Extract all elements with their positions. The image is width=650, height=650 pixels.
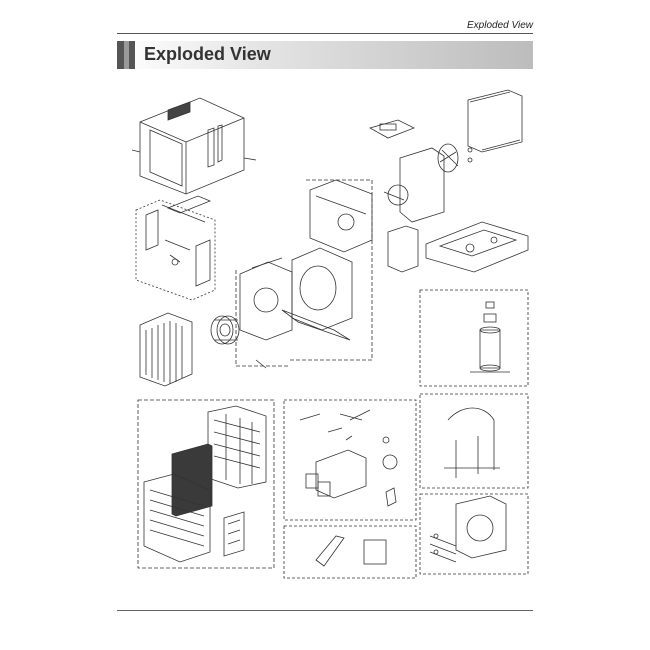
base-pan-part: [309, 179, 373, 253]
side-panel-part: [467, 89, 523, 163]
shroud-box: [419, 493, 529, 575]
tubing-box: [419, 393, 529, 489]
control-box: [283, 399, 417, 521]
page-title: Exploded View: [144, 44, 271, 64]
front-grille-box: [137, 399, 275, 569]
remote-box: [283, 525, 417, 579]
title-marker: [117, 41, 135, 69]
motor-part: [368, 119, 459, 273]
inner-frame-part: [135, 195, 216, 301]
header-rule: [117, 33, 533, 34]
title-bar: Exploded View: [117, 41, 533, 69]
base-plate-part: [425, 221, 529, 273]
coil-part: [139, 312, 193, 387]
compressor-box: [419, 289, 529, 387]
running-header: Exploded View: [467, 20, 533, 31]
cabinet-part: [131, 97, 257, 195]
assembly-boundaries: [235, 179, 373, 367]
footer-rule: [117, 610, 533, 611]
blower-part: [210, 315, 240, 345]
fan-housing-part: [239, 247, 353, 369]
